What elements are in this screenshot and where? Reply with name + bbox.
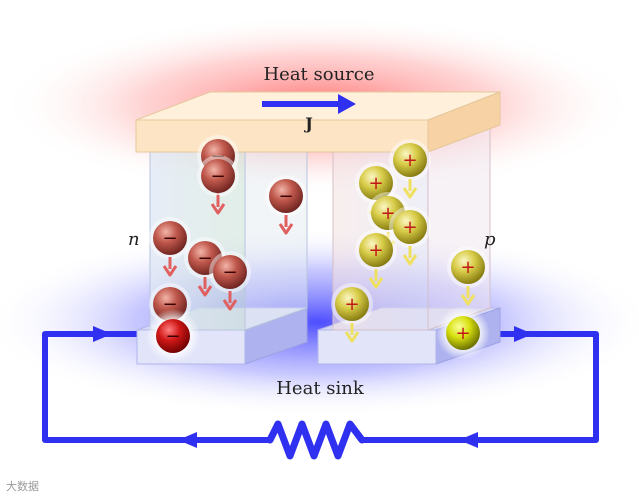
hole-6: + bbox=[447, 246, 489, 288]
hole-4-sign: + bbox=[402, 217, 417, 238]
electron-8-sign: − bbox=[165, 326, 180, 347]
electron-arrow-5-head bbox=[197, 285, 213, 297]
hole-arrow-5-head bbox=[368, 277, 384, 289]
electron-6: − bbox=[209, 251, 251, 293]
electron-4: − bbox=[149, 217, 191, 259]
resistor bbox=[266, 420, 366, 460]
electron-8-body bbox=[156, 319, 190, 353]
hole-arrow-6-head bbox=[460, 294, 476, 306]
arrow-right-wire bbox=[514, 326, 533, 342]
hole-arrow-7-head bbox=[344, 331, 360, 343]
hole-3-sign: + bbox=[380, 203, 395, 224]
external-circuit bbox=[42, 331, 599, 460]
circuit-arrows bbox=[93, 326, 533, 448]
electron-8: − bbox=[146, 309, 200, 363]
electron-4-sign: − bbox=[162, 228, 177, 249]
hole-8: + bbox=[436, 306, 490, 360]
electron-4-body bbox=[153, 221, 187, 255]
current-arrow-head bbox=[338, 94, 356, 114]
hole-7-sign: + bbox=[344, 294, 359, 315]
electron-5-body bbox=[188, 241, 222, 275]
p-type-label: p bbox=[484, 229, 496, 250]
hole-4: + bbox=[389, 206, 431, 248]
electron-5: − bbox=[184, 237, 226, 279]
electron-6-body bbox=[213, 255, 247, 289]
hole-2-sign: + bbox=[368, 173, 383, 194]
hole-7-body bbox=[335, 287, 369, 321]
electron-3-sign: − bbox=[278, 186, 293, 207]
hole-6-sign: + bbox=[460, 257, 475, 278]
hole-1: + bbox=[389, 139, 431, 181]
electron-5-sign: − bbox=[197, 248, 212, 269]
wire-left bbox=[42, 331, 273, 443]
charge-carriers: −−−−−−−−++++++++ bbox=[146, 135, 490, 363]
electron-arrow-6-head bbox=[222, 299, 238, 311]
arrow-left-wire bbox=[93, 326, 112, 342]
heat-sink-label: Heat sink bbox=[276, 378, 365, 399]
watermark: 大数据 bbox=[6, 480, 39, 493]
electron-2: − bbox=[197, 155, 239, 197]
electron-arrow-4-head bbox=[162, 265, 178, 277]
hole-2-body bbox=[359, 166, 393, 200]
hole-8-sign: + bbox=[455, 323, 470, 344]
hole-6-body bbox=[451, 250, 485, 284]
arrow-bottom-right bbox=[459, 432, 478, 448]
hole-5: + bbox=[355, 229, 397, 271]
electron-arrow-3-head bbox=[278, 223, 294, 235]
hole-8-body bbox=[446, 316, 480, 350]
hole-5-sign: + bbox=[368, 240, 383, 261]
electron-6-sign: − bbox=[222, 262, 237, 283]
heat-source-label: Heat source bbox=[263, 64, 374, 85]
electron-3: − bbox=[265, 175, 307, 217]
electron-arrow-2-head bbox=[210, 203, 226, 215]
n-type-label: n bbox=[128, 229, 140, 250]
electron-2-body bbox=[201, 159, 235, 193]
hole-1-sign: + bbox=[402, 150, 417, 171]
hole-5-body bbox=[359, 233, 393, 267]
hole-1-body bbox=[393, 143, 427, 177]
electron-3-body bbox=[269, 179, 303, 213]
hole-2: + bbox=[355, 162, 397, 204]
current-label: J bbox=[303, 114, 313, 133]
hole-4-body bbox=[393, 210, 427, 244]
hole-arrow-4-head bbox=[402, 254, 418, 266]
arrow-bottom-left bbox=[178, 432, 197, 448]
hole-7: + bbox=[331, 283, 373, 325]
wire-right bbox=[359, 331, 599, 443]
hole-arrow-1-head bbox=[402, 187, 418, 199]
electron-2-sign: − bbox=[210, 166, 225, 187]
